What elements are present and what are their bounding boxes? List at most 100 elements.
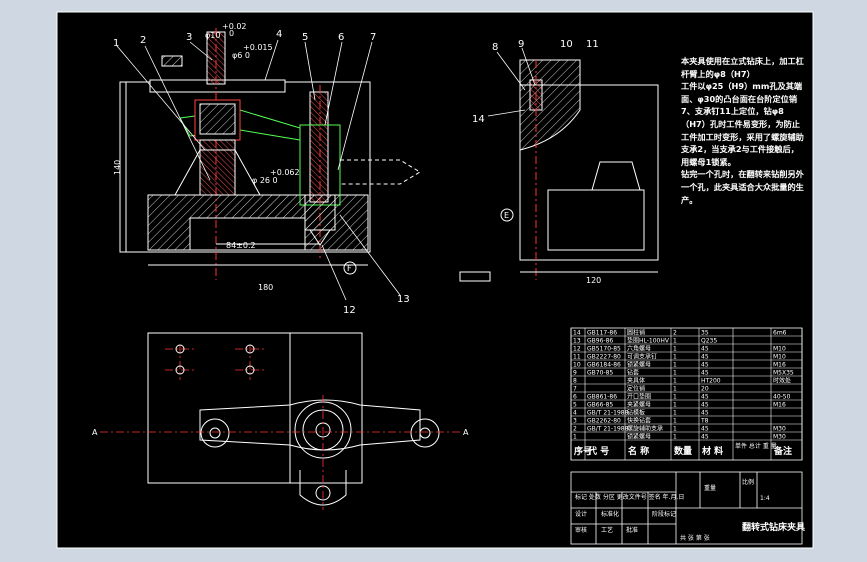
bom-cell: 1 [673, 346, 677, 353]
bom-cell: 1 [673, 410, 677, 417]
bom-cell: 快换钻套 [627, 417, 651, 425]
bom-cell: 1 [673, 434, 677, 441]
top-base-left [147, 332, 291, 484]
part-no-1: 1 [113, 38, 119, 49]
bom-cell: 夹具体 [627, 377, 645, 385]
part-no-8: 8 [492, 42, 498, 53]
top-lever [199, 399, 421, 451]
bom-header-cell: 材 料 [701, 445, 723, 457]
leader-lines-side [487, 47, 536, 117]
bom-cell: GB2262-80 [587, 418, 621, 425]
tb-sheet: 共 张 第 张 [680, 534, 710, 542]
dim-120: 120 [586, 276, 601, 285]
bom-cell: 时效处 [773, 377, 791, 385]
bom-cell: 40-50 [773, 394, 791, 401]
bom-cell: 5 [573, 402, 577, 409]
bom-cell: 45 [701, 426, 709, 433]
bom-cell: 1 [673, 370, 677, 377]
bom-cell: 7 [573, 386, 577, 393]
part-no-14: 14 [472, 114, 485, 125]
bom-cell: 1 [673, 386, 677, 393]
bom-cell: 14 [573, 330, 581, 337]
top-view [147, 332, 440, 506]
bom-cell: GB2227-80 [587, 354, 621, 361]
bom-header-cell: 名 称 [628, 445, 649, 457]
section-a-left: A [92, 428, 98, 437]
bom-cell: 2 [573, 426, 577, 433]
bom-cell: M30 [773, 434, 786, 441]
tb-check: 审核 [575, 526, 587, 534]
part-no-13: 13 [397, 294, 410, 305]
bom-cell: 圆柱销 [627, 329, 645, 337]
part-no-2: 2 [140, 35, 146, 46]
bom-cell: 9 [573, 370, 577, 377]
tb-row1: 标记 处数 分区 更改文件号 签名 年.月.日 [575, 493, 684, 501]
bom-cell: M16 [773, 362, 786, 369]
bom-cell: 1 [673, 338, 677, 345]
bom-cell: 45 [701, 362, 709, 369]
part-no-5: 5 [302, 32, 308, 43]
top-centerlines [100, 345, 460, 510]
part-no-10: 10 [560, 39, 573, 50]
side-slot [547, 189, 645, 251]
tb-process: 工艺 [601, 526, 613, 534]
bom-cell: 11 [573, 354, 581, 361]
bom-cell: 1 [673, 402, 677, 409]
bom-cell: 1 [673, 394, 677, 401]
bom-cell: 45 [701, 370, 709, 377]
locating-pin [309, 91, 329, 203]
dim-tol-top: +0.02 [222, 22, 247, 31]
nut-section [304, 194, 336, 231]
bom-cell: 2 [673, 330, 677, 337]
leader-lines-front [116, 39, 401, 301]
datum-e: E [504, 211, 509, 220]
bom-cell: 12 [573, 346, 581, 353]
side-support [591, 161, 641, 191]
part-no-11: 11 [586, 39, 599, 50]
bom-cell: 1 [573, 434, 577, 441]
bom-cell: M10 [773, 354, 786, 361]
top-hole-right-inner [419, 427, 431, 439]
top-hole-left [200, 418, 230, 448]
bom-cell: 锁紧螺母 [627, 361, 651, 369]
left-boss-hatch [199, 103, 236, 135]
tb-scale-label: 比例 [742, 478, 754, 486]
bom-cell: 13 [573, 338, 581, 345]
technical-note: 本夹具使用在立式钻床上，加工杠杆臂上的φ8（H7） 工件以φ25（H9）mm孔及… [681, 56, 804, 205]
base-cavity [189, 217, 306, 251]
bom-header-weight: 单件 总计 重 量 [735, 442, 777, 450]
part-no-12: 12 [343, 305, 356, 316]
top-tab [299, 470, 347, 506]
side-datum-box [459, 271, 491, 282]
bom-cell: 定位销 [627, 385, 645, 393]
bom-cell: 1 [673, 354, 677, 361]
bom-cell: GB/T 21-1988 [587, 410, 629, 417]
aux-support [199, 139, 236, 196]
bom-cell: 六角螺母 [627, 345, 651, 353]
bom-cell: 3 [573, 418, 577, 425]
bom-cell: 10 [573, 362, 581, 369]
front-view [119, 28, 421, 280]
dim-phi26: φ 26 0 [252, 176, 278, 185]
bom-cell: 1 [673, 426, 677, 433]
bom-cell: GB96-86 [587, 338, 613, 345]
datum-f: F [347, 264, 352, 273]
bom-cell: GB66-85 [587, 402, 613, 409]
dim-140: 140 [113, 160, 122, 175]
bom-cell: 螺旋辅助支承 [627, 425, 663, 433]
bom-cell: 钻模板 [627, 409, 645, 417]
top-bolt-holes [175, 344, 255, 375]
bom-cell: 6m6 [773, 330, 787, 337]
bom-cell: GB70-85 [587, 370, 613, 377]
lever-dashed [340, 159, 421, 185]
part-no-4: 4 [276, 29, 282, 40]
drawing-sheet [57, 12, 813, 548]
bom-cell: GB6184-86 [587, 362, 621, 369]
part-no-9: 9 [518, 39, 524, 50]
bom-cell: 1 [673, 362, 677, 369]
tb-weight: 重量 [704, 484, 716, 492]
support-cone [174, 149, 261, 196]
top-base-right [289, 332, 363, 484]
bom-cell: 1 [673, 378, 677, 385]
